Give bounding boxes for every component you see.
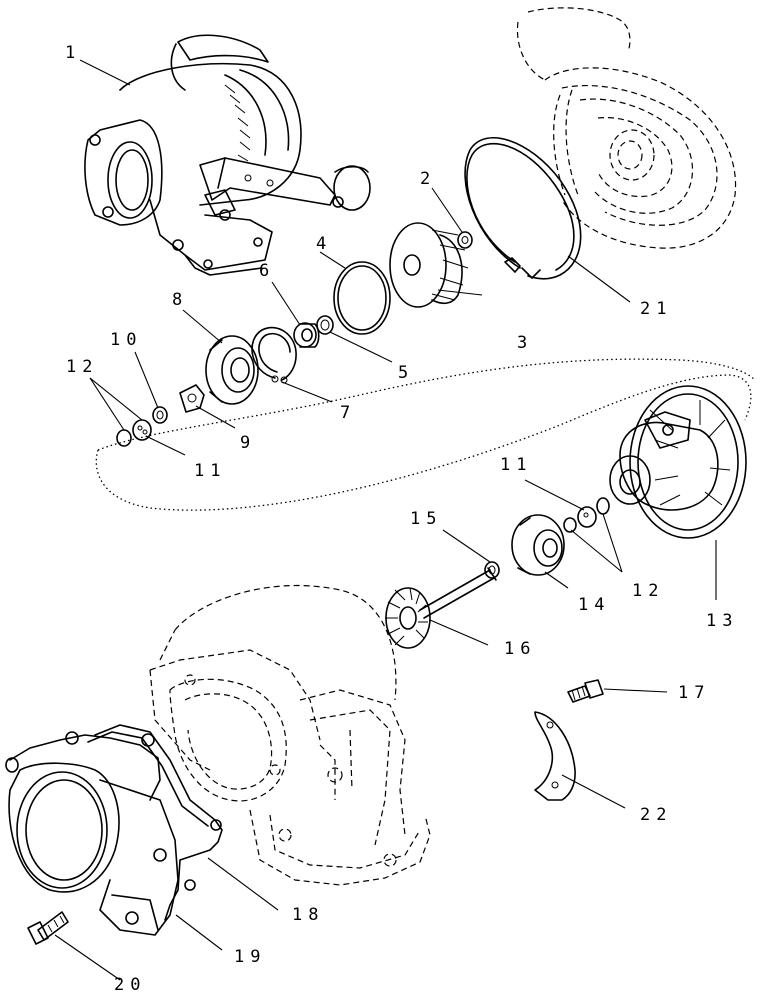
seal-plate-14 xyxy=(511,514,565,576)
washer-10 xyxy=(152,406,168,424)
compressor-housing-dashed xyxy=(516,7,737,249)
thrust-collar-6 xyxy=(293,322,320,348)
callout-4: 4 xyxy=(316,234,332,254)
o-ring-4 xyxy=(333,261,391,335)
callout-12b: 12 xyxy=(632,581,664,601)
bolt-17 xyxy=(567,679,604,703)
bracket-22 xyxy=(534,711,576,801)
leader-lines xyxy=(54,59,717,981)
callout-12a: 12 xyxy=(66,357,98,377)
turbine-housing-dashed xyxy=(149,584,431,886)
turbine-shaft-wheel-16 xyxy=(385,567,497,649)
callout-21: 21 xyxy=(640,299,672,319)
callout-3: 3 xyxy=(517,333,533,353)
retaining-ring-12b-upper xyxy=(596,497,610,515)
retaining-ring-12a xyxy=(116,429,132,447)
callout-11b: 11 xyxy=(500,455,532,475)
callout-6: 6 xyxy=(259,261,275,281)
callout-10: 10 xyxy=(110,330,142,350)
bolt-20 xyxy=(27,911,69,945)
callout-18: 18 xyxy=(292,905,324,925)
retaining-ring-12b-lower xyxy=(563,517,577,533)
callout-16: 16 xyxy=(504,639,536,659)
turbocharger-assembly xyxy=(84,34,371,276)
seal-plate-8 xyxy=(205,335,259,405)
callout-13: 13 xyxy=(706,611,738,631)
nut-2 xyxy=(457,231,473,249)
compressor-wheel xyxy=(389,222,469,308)
callout-19: 19 xyxy=(234,947,266,967)
callout-labels: 1 2 3 4 5 6 7 8 9 10 11 12 11 12 13 14 1… xyxy=(65,43,738,995)
ring-5 xyxy=(316,315,334,335)
thrust-bearing-9 xyxy=(179,384,205,413)
outlet-flange-19 xyxy=(5,731,179,936)
center-housing-13 xyxy=(609,385,747,539)
ring-15 xyxy=(484,561,500,579)
callout-1: 1 xyxy=(65,43,81,63)
callout-17: 17 xyxy=(678,683,710,703)
snap-ring-7 xyxy=(251,326,297,384)
callout-9: 9 xyxy=(240,433,256,453)
callout-14: 14 xyxy=(578,595,610,615)
dotted-group-outline xyxy=(95,358,756,511)
vband-clamp-ring xyxy=(464,136,582,280)
callout-7: 7 xyxy=(340,403,356,423)
callout-20: 20 xyxy=(114,975,146,995)
callout-15: 15 xyxy=(410,509,442,529)
callout-5: 5 xyxy=(398,363,414,383)
callout-8: 8 xyxy=(172,290,188,310)
gasket-18 xyxy=(87,724,223,921)
bearing-11b xyxy=(577,506,597,528)
callout-2: 2 xyxy=(420,169,436,189)
callout-22: 22 xyxy=(640,805,672,825)
callout-11a: 11 xyxy=(194,461,226,481)
